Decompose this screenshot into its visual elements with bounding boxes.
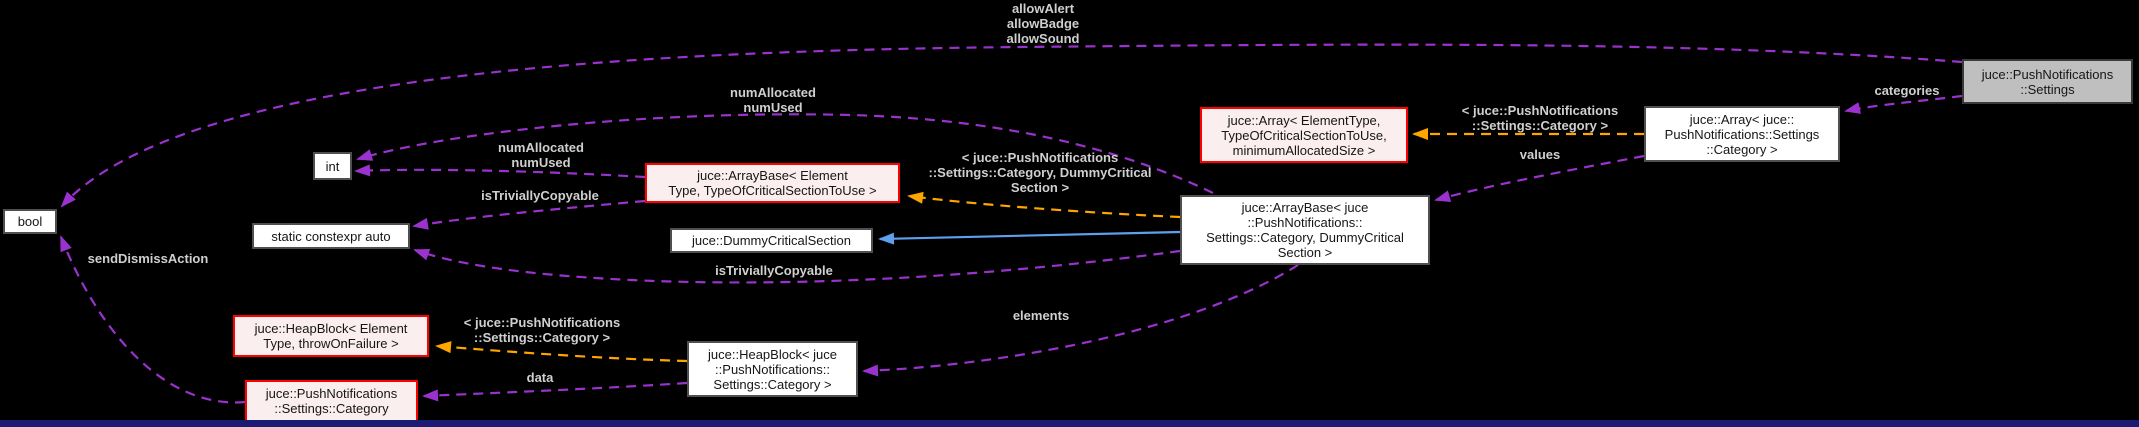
edge-trivially-copyable-upper: [412, 199, 646, 230]
edge-label-data: data: [526, 370, 554, 385]
edge-send-dismiss-action: [59, 235, 246, 404]
node-arraybase-category[interactable]: juce::ArrayBase< juce ::PushNotification…: [1180, 195, 1430, 265]
node-heapblock-elementtype[interactable]: juce::HeapBlock< Element Type, throwOnFa…: [233, 315, 429, 357]
edge-template-arraybase: [907, 191, 1181, 219]
edge-template-heapblock: [435, 341, 688, 363]
node-dummy-critical-section[interactable]: juce::DummyCriticalSection: [670, 228, 873, 253]
node-static-constexpr-auto[interactable]: static constexpr auto: [252, 223, 410, 249]
edge-label-categories: categories: [1874, 83, 1940, 98]
edge-label-allow-flags: allowAlert allowBadge allowSound: [1006, 1, 1080, 46]
edge-elements: [862, 264, 1299, 377]
edge-label-template-array: < juce::PushNotifications ::Settings::Ca…: [1461, 103, 1619, 133]
node-heapblock-category[interactable]: juce::HeapBlock< juce ::PushNotification…: [687, 341, 858, 397]
edge-label-elements: elements: [1012, 308, 1070, 323]
edge-trivially-copyable-lower: [413, 248, 1181, 284]
node-bool[interactable]: bool: [3, 209, 57, 234]
edge-values: [1434, 154, 1645, 203]
page-bottom-strip: [0, 420, 2139, 427]
node-arraybase-elementtype[interactable]: juce::ArrayBase< Element Type, TypeOfCri…: [645, 163, 900, 203]
edge-label-send-dismiss-action: sendDismissAction: [87, 251, 209, 266]
edge-label-template-arraybase: < juce::PushNotifications ::Settings::Ca…: [928, 150, 1152, 195]
node-array-elementtype[interactable]: juce::Array< ElementType, TypeOfCritical…: [1200, 107, 1408, 163]
node-int[interactable]: int: [313, 152, 352, 180]
edge-label-trivially-copyable-lower: isTriviallyCopyable: [715, 263, 833, 278]
edge-allow-flags: [60, 43, 1963, 208]
node-settings-category[interactable]: juce::PushNotifications ::Settings::Cate…: [245, 380, 418, 422]
edge-data: [422, 381, 688, 402]
edge-categories: [1844, 94, 1963, 114]
edge-label-trivially-copyable-upper: isTriviallyCopyable: [481, 188, 599, 203]
edge-num-allocated-lower: [354, 164, 646, 179]
edge-label-template-heapblock: < juce::PushNotifications ::Settings::Ca…: [463, 315, 621, 345]
edge-inheritance-dummy-critical-section: [878, 230, 1181, 245]
node-array-category[interactable]: juce::Array< juce:: PushNotifications::S…: [1644, 106, 1840, 162]
edge-label-num-allocated-upper: numAllocated numUsed: [730, 85, 816, 115]
node-push-notifications-settings[interactable]: juce::PushNotifications ::Settings: [1962, 59, 2133, 104]
edge-label-values: values: [1519, 147, 1561, 162]
edge-label-num-allocated-lower: numAllocated numUsed: [498, 140, 584, 170]
